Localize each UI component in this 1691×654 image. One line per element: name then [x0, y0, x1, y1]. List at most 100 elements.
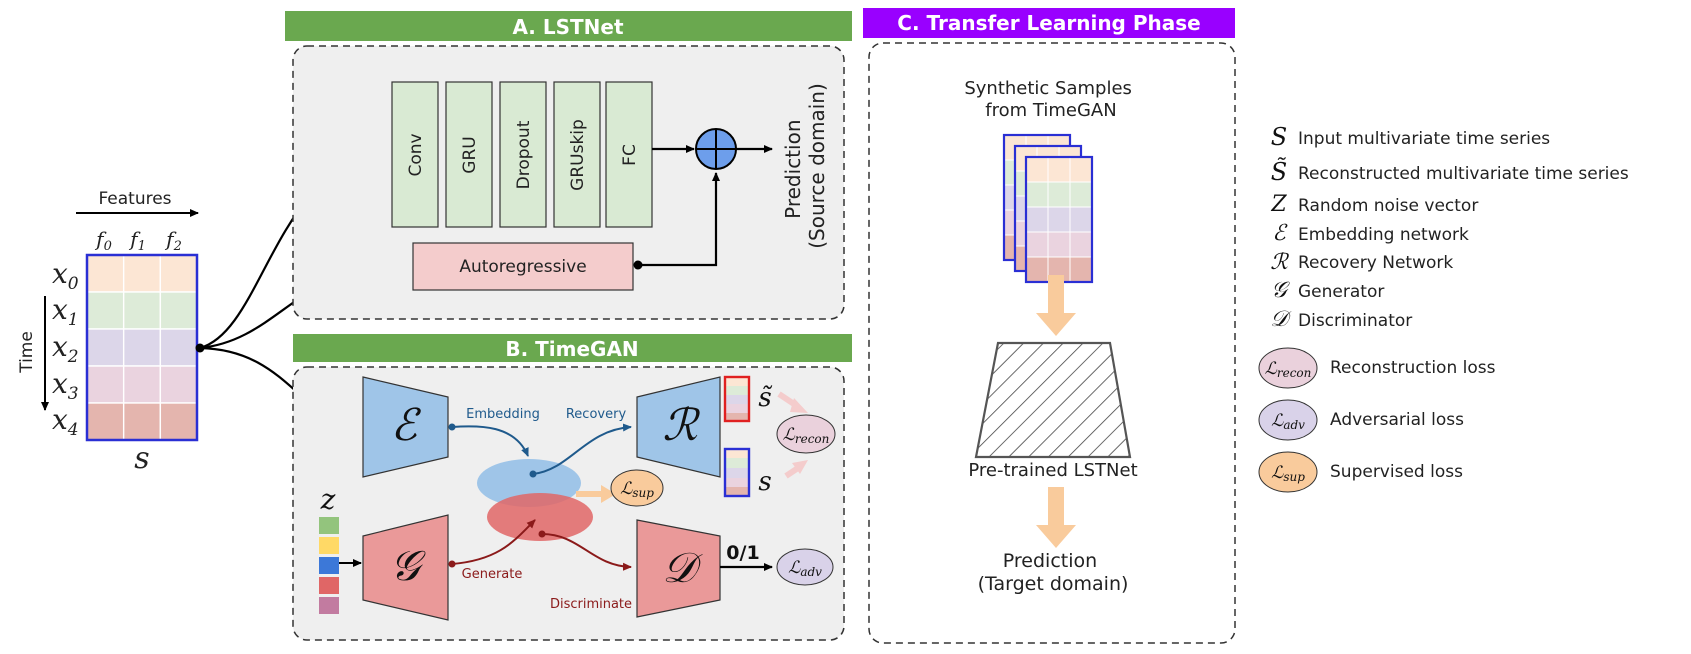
sample-cell: [1069, 231, 1093, 258]
row-label-2: x2: [52, 330, 79, 367]
transfer-banner: [863, 8, 1235, 38]
pretrained-label: Pre-trained LSTNet: [968, 460, 1137, 481]
lstnet-layer-fc: FC: [605, 81, 653, 228]
svg-text:Supervised loss: Supervised loss: [1330, 462, 1463, 482]
embedding-label: Embedding: [466, 407, 540, 422]
sample-cell: [1069, 181, 1093, 208]
legend-item-s: S Input multivariate time series: [1271, 123, 1551, 151]
row-label-3: x3: [52, 367, 79, 404]
svg-text:𝒟: 𝒟: [1270, 307, 1292, 332]
lstnet-section: A. LSTNet Conv GRU Dropout GRUskip FC: [285, 11, 852, 320]
sample-cell: [1047, 181, 1071, 208]
lstnet-prediction: Prediction (Source domain): [781, 83, 829, 249]
loss-adv-node: ℒadv: [776, 548, 834, 586]
matrix-cell: [122, 402, 162, 441]
legend-loss-recon: ℒrecon Reconstruction loss: [1258, 347, 1496, 389]
matrix-cell: [159, 291, 198, 330]
noise-vector: [319, 517, 339, 614]
matrix-cell: [122, 365, 162, 404]
sample-cell: [1069, 206, 1093, 233]
svg-text:s̃: s̃: [758, 383, 773, 413]
discriminator-output: 0/1: [726, 542, 759, 564]
svg-text:Generator: Generator: [1298, 282, 1384, 302]
svg-text:Reconstruction loss: Reconstruction loss: [1330, 358, 1496, 378]
svg-text:Adversarial loss: Adversarial loss: [1330, 410, 1464, 430]
lstnet-layer-gruskip: GRUskip: [553, 81, 601, 228]
matrix-cell: [86, 328, 125, 367]
lstnet-banner: [285, 11, 852, 41]
discriminate-label: Discriminate: [550, 597, 632, 612]
matrix-cell: [86, 254, 125, 293]
synthetic-samples-label: Synthetic Samples from TimeGAN: [964, 78, 1137, 121]
time-label: Time: [17, 331, 37, 374]
noise-label: z: [320, 483, 336, 516]
recovery-network: ℛ: [636, 376, 721, 478]
matrix-cell: [159, 254, 198, 293]
noise-cell: [319, 577, 339, 594]
branch-node: [195, 343, 205, 353]
sample-cell: [1069, 156, 1093, 183]
lstnet-layer-gru: GRU: [445, 81, 493, 228]
sample-cell: [1047, 206, 1071, 233]
svg-text:S: S: [1271, 123, 1287, 151]
real-sample: s: [723, 447, 772, 498]
matrix-cell: [122, 328, 162, 367]
embedder-network: ℰ: [362, 376, 449, 478]
pretrained-lstnet-block: [974, 341, 1132, 459]
matrix-cell: [159, 402, 198, 441]
svg-text:Z: Z: [1270, 192, 1287, 217]
svg-text:Embedding network: Embedding network: [1298, 225, 1469, 245]
row-label-4: x4: [52, 403, 79, 440]
feature-header-0: f0: [94, 227, 112, 254]
legend-item-s-tilde: S̃ Reconstructed multivariate time serie…: [1271, 158, 1629, 186]
svg-text:ℰ: ℰ: [391, 400, 422, 451]
matrix-cell: [86, 402, 125, 441]
lstnet-layer-conv: Conv: [391, 81, 439, 228]
autoregressive-block: Autoregressive: [412, 242, 634, 291]
synthetic-sample-stack: [1002, 133, 1094, 284]
noise-cell: [319, 597, 339, 614]
target-prediction-label: Prediction (Target domain): [978, 550, 1129, 595]
sample-cell: [1025, 231, 1049, 258]
input-matrix: Features Time f0 f1 f2 x0 x1 x2 x3 x4 s: [17, 189, 199, 476]
lstnet-banner-title: A. LSTNet: [512, 15, 624, 39]
sample-cell: [1025, 156, 1049, 183]
legend-item-discriminator: 𝒟 Discriminator: [1270, 307, 1412, 332]
legend: S Input multivariate time series S̃ Reco…: [1258, 123, 1629, 493]
generated-space: [487, 493, 593, 541]
reconstructed-sample: s̃: [723, 375, 773, 423]
matrix-cell: [159, 328, 198, 367]
svg-text:𝒢: 𝒢: [1271, 278, 1290, 303]
svg-text:Conv: Conv: [406, 133, 426, 176]
legend-item-recovery: ℛ Recovery Network: [1270, 250, 1453, 275]
noise-cell: [319, 537, 339, 554]
discriminator-network: 𝒟: [636, 519, 721, 618]
recovery-label: Recovery: [566, 407, 627, 422]
noise-cell: [319, 557, 339, 574]
svg-text:Dropout: Dropout: [514, 120, 534, 189]
loss-recon-node: ℒrecon: [776, 414, 836, 454]
row-label-1: x1: [52, 293, 79, 330]
svg-text:S̃: S̃: [1271, 158, 1287, 186]
svg-text:Recovery Network: Recovery Network: [1298, 253, 1453, 273]
sample-cell: [1047, 231, 1071, 258]
sample-cell: [1025, 206, 1049, 233]
svg-text:s: s: [758, 467, 771, 497]
legend-item-generator: 𝒢 Generator: [1271, 278, 1384, 303]
noise-cell: [319, 517, 339, 534]
lstnet-layer-dropout: Dropout: [499, 81, 547, 228]
legend-loss-adv: ℒadv Adversarial loss: [1258, 399, 1464, 441]
transfer-banner-title: C. Transfer Learning Phase: [897, 11, 1200, 35]
generator-network: 𝒢: [362, 514, 449, 621]
legend-loss-sup: ℒsup Supervised loss: [1258, 451, 1463, 493]
matrix-cell: [122, 254, 162, 293]
feature-header-2: f2: [164, 227, 182, 254]
sample-cell: [1025, 256, 1049, 283]
svg-text:ℛ: ℛ: [662, 400, 700, 451]
generate-label: Generate: [462, 567, 523, 582]
legend-item-embedding: ℰ Embedding network: [1272, 221, 1469, 246]
svg-text:FC: FC: [620, 144, 640, 166]
svg-text:GRU: GRU: [460, 136, 480, 173]
svg-text:Input multivariate time series: Input multivariate time series: [1298, 129, 1550, 149]
